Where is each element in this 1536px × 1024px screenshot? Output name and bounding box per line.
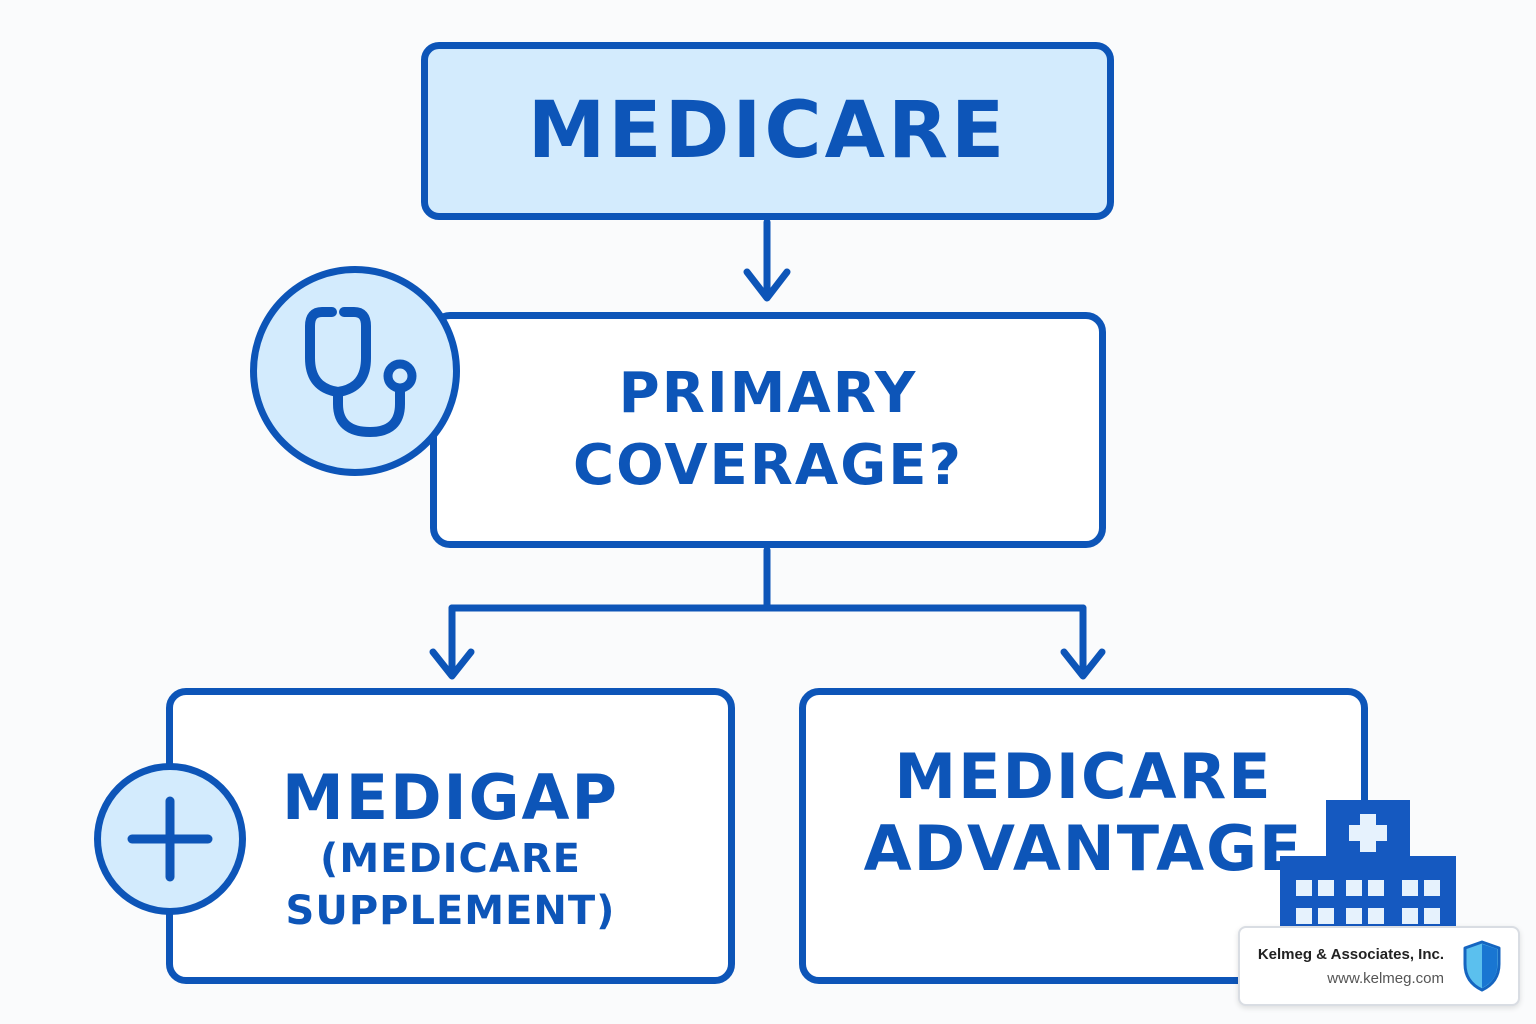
brand-name: Kelmeg & Associates, Inc. bbox=[1257, 946, 1444, 963]
medicare-advantage-line-2: ADVANTAGE bbox=[863, 812, 1304, 885]
medigap-subtitle-line-2: SUPPLEMENT) bbox=[285, 888, 616, 934]
primary-coverage-line-2: COVERAGE? bbox=[573, 433, 963, 498]
medicare-advantage-line-1: MEDICARE bbox=[894, 740, 1273, 813]
medicare-box: MEDICARE bbox=[421, 42, 1114, 220]
medigap-box: MEDIGAP (MEDICARE SUPPLEMENT) bbox=[166, 688, 735, 984]
primary-coverage-box: PRIMARY COVERAGE? bbox=[430, 312, 1106, 548]
brand-card[interactable]: Kelmeg & Associates, Inc. www.kelmeg.com bbox=[1238, 926, 1520, 1006]
medigap-subtitle-line-1: (MEDICARE bbox=[320, 836, 581, 882]
stethoscope-icon bbox=[250, 266, 460, 476]
brand-url[interactable]: www.kelmeg.com bbox=[1327, 970, 1444, 987]
medigap-title: MEDIGAP bbox=[282, 761, 619, 834]
plus-icon bbox=[94, 763, 246, 915]
primary-coverage-line-1: PRIMARY bbox=[618, 361, 918, 426]
medicare-title: MEDICARE bbox=[527, 86, 1008, 176]
arrowhead-question bbox=[743, 268, 791, 302]
arrowhead-medigap bbox=[429, 648, 475, 680]
shield-icon bbox=[1463, 940, 1501, 992]
arrowhead-advantage bbox=[1060, 648, 1106, 680]
